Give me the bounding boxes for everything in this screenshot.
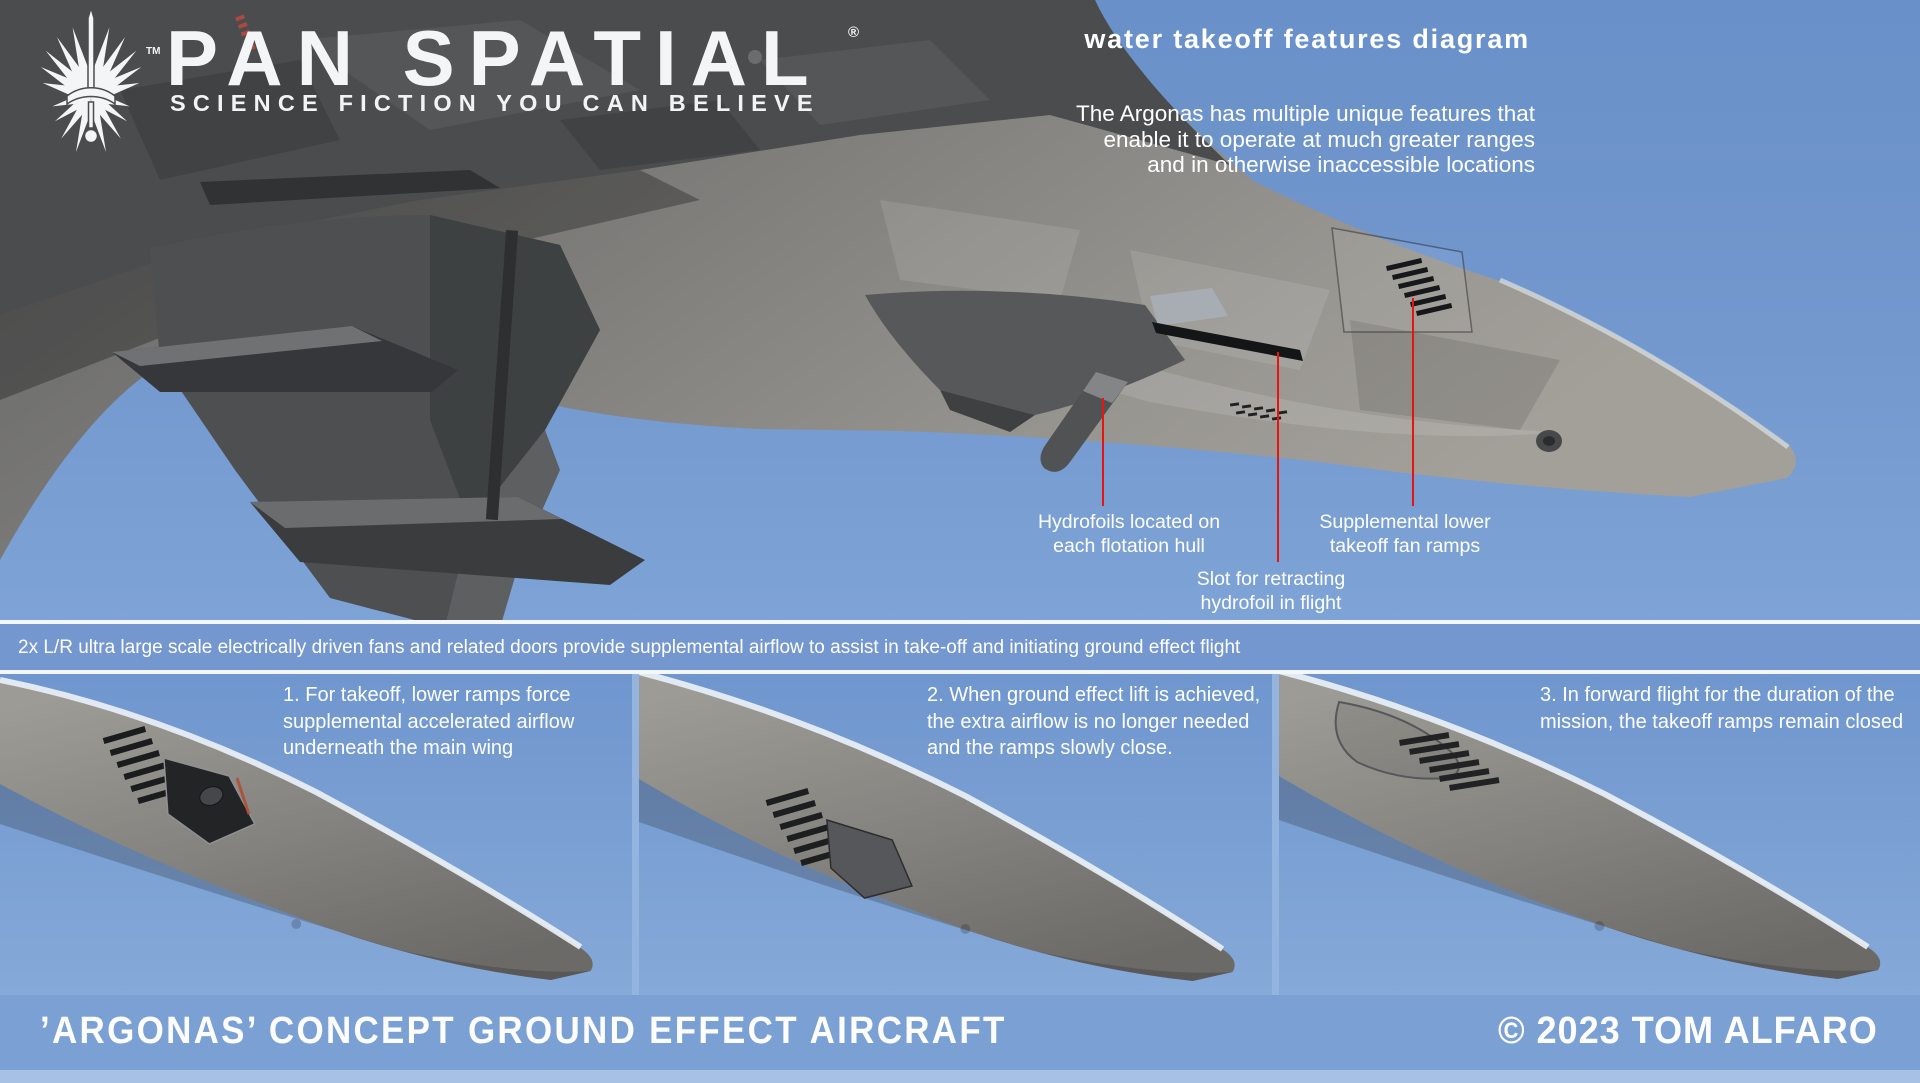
annotation-text: Slot for retracting: [1196, 568, 1346, 590]
caption-line: 2. When ground effect lift is achieved,: [927, 684, 1261, 706]
sequence-panel-1: 1. For takeoff, lower ramps force supple…: [0, 674, 632, 995]
brand-name: PAN SPATIAL: [166, 14, 823, 102]
annotation-label-slot: Slot for retracting hydrofoil in flight: [1161, 568, 1381, 615]
camo-patch: [300, 20, 990, 130]
annotation-label-fan-ramps: Supplemental lower takeoff fan ramps: [1295, 511, 1515, 558]
diagram-title: water takeoff features diagram: [1084, 24, 1530, 54]
emblem-fan: [40, 27, 142, 153]
annotation-text: Supplemental lower: [1319, 511, 1491, 533]
intro-line: The Argonas has multiple unique features…: [1075, 101, 1535, 126]
footer-copyright: © 2023 TOM ALFARO: [1498, 1010, 1878, 1052]
annotation-line-fan-ramps: [1412, 298, 1414, 506]
intro-line: and in otherwise inaccessible locations: [1147, 152, 1535, 177]
brand-tagline: SCIENCE FICTION YOU CAN BELIEVE: [170, 90, 820, 116]
feature-band-text: 2x L/R ultra large scale electrically dr…: [18, 637, 1241, 658]
panel3-wing-render-ramp-closed: [1279, 674, 1881, 979]
intro-text: The Argonas has multiple unique features…: [1076, 101, 1535, 178]
annotation-line-hydrofoils: [1102, 398, 1104, 506]
fan-ramp-vent: [1331, 227, 1473, 333]
footer-title: ’ARGONAS’ CONCEPT GROUND EFFECT AIRCRAFT: [40, 1010, 1007, 1052]
hero-section: TM PAN SPATIAL ® SCIENCE FICTION YOU CAN…: [0, 0, 1920, 620]
sequence-panels-row: 1. For takeoff, lower ramps force supple…: [0, 674, 1920, 995]
small-louver-vent: [1229, 402, 1288, 421]
upper-fuselage-shadow: [0, 0, 1230, 315]
flotation-hull-pods: [112, 170, 645, 620]
leading-edge-highlight: [1499, 277, 1790, 450]
camo-patch: [880, 200, 1330, 370]
camo-patch: [1350, 320, 1560, 430]
footer-bar: ’ARGONAS’ CONCEPT GROUND EFFECT AIRCRAFT…: [0, 995, 1920, 1083]
caption-line: the extra airflow is no longer needed: [927, 710, 1250, 733]
panel-caption-1: 1. For takeoff, lower ramps force supple…: [283, 682, 574, 762]
panel3-louvers: [1399, 732, 1500, 791]
caption-line: mission, the takeoff ramps remain closed: [1540, 710, 1904, 733]
panel2-wing-render-ramp-closing: [639, 674, 1235, 981]
panel2-closing-ramp-door: [826, 818, 914, 899]
rivet-dot: [748, 50, 762, 64]
panel1-wing-render-ramp-open: [0, 677, 593, 980]
sequence-panel-2: 2. When ground effect lift is achieved, …: [639, 674, 1272, 995]
annotation-text: each flotation hull: [1053, 534, 1205, 557]
hydrofoil-slot: [1150, 288, 1303, 361]
stencil-markings: [235, 14, 256, 52]
divider-rule-bottom: [0, 670, 1920, 674]
panel1-open-ramp-door: [163, 756, 256, 845]
divider-rule-top: [0, 620, 1920, 624]
caption-line: 1. For takeoff, lower ramps force: [283, 684, 571, 706]
emblem-sword: [66, 10, 116, 144]
wing-root-shadow: [0, 170, 700, 400]
panel-caption-2: 2. When ground effect lift is achieved, …: [927, 682, 1260, 762]
feature-band: 2x L/R ultra large scale electrically dr…: [0, 624, 1920, 670]
trademark-mark: TM: [146, 46, 161, 57]
camo-patch: [120, 60, 760, 180]
caption-line: supplemental accelerated airflow: [283, 710, 575, 733]
pan-spatial-emblem-icon: [40, 10, 142, 153]
panel-caption-3: 3. In forward flight for the duration of…: [1540, 682, 1903, 735]
annotation-line-slot: [1277, 352, 1279, 562]
annotation-text: takeoff fan ramps: [1329, 534, 1481, 557]
sequence-panel-3: 3. In forward flight for the duration of…: [1279, 674, 1920, 995]
aircraft-underside-render: [0, 0, 1796, 620]
caption-line: underneath the main wing: [283, 737, 514, 759]
annotation-text: hydrofoil in flight: [1200, 591, 1342, 614]
caption-line: and the ramps slowly close.: [927, 737, 1173, 759]
caption-line: 3. In forward flight for the duration of…: [1540, 684, 1895, 706]
sensor-dome: [1536, 430, 1562, 452]
hydrofoil-fin: [1040, 372, 1128, 472]
footer-bottom-strip: [0, 1070, 1920, 1083]
annotation-label-hydrofoils: Hydrofoils located on each flotation hul…: [1019, 511, 1239, 558]
intro-line: enable it to operate at much greater ran…: [1103, 126, 1535, 152]
registered-mark: ®: [848, 24, 860, 41]
annotation-text: Hydrofoils located on: [1037, 511, 1221, 533]
